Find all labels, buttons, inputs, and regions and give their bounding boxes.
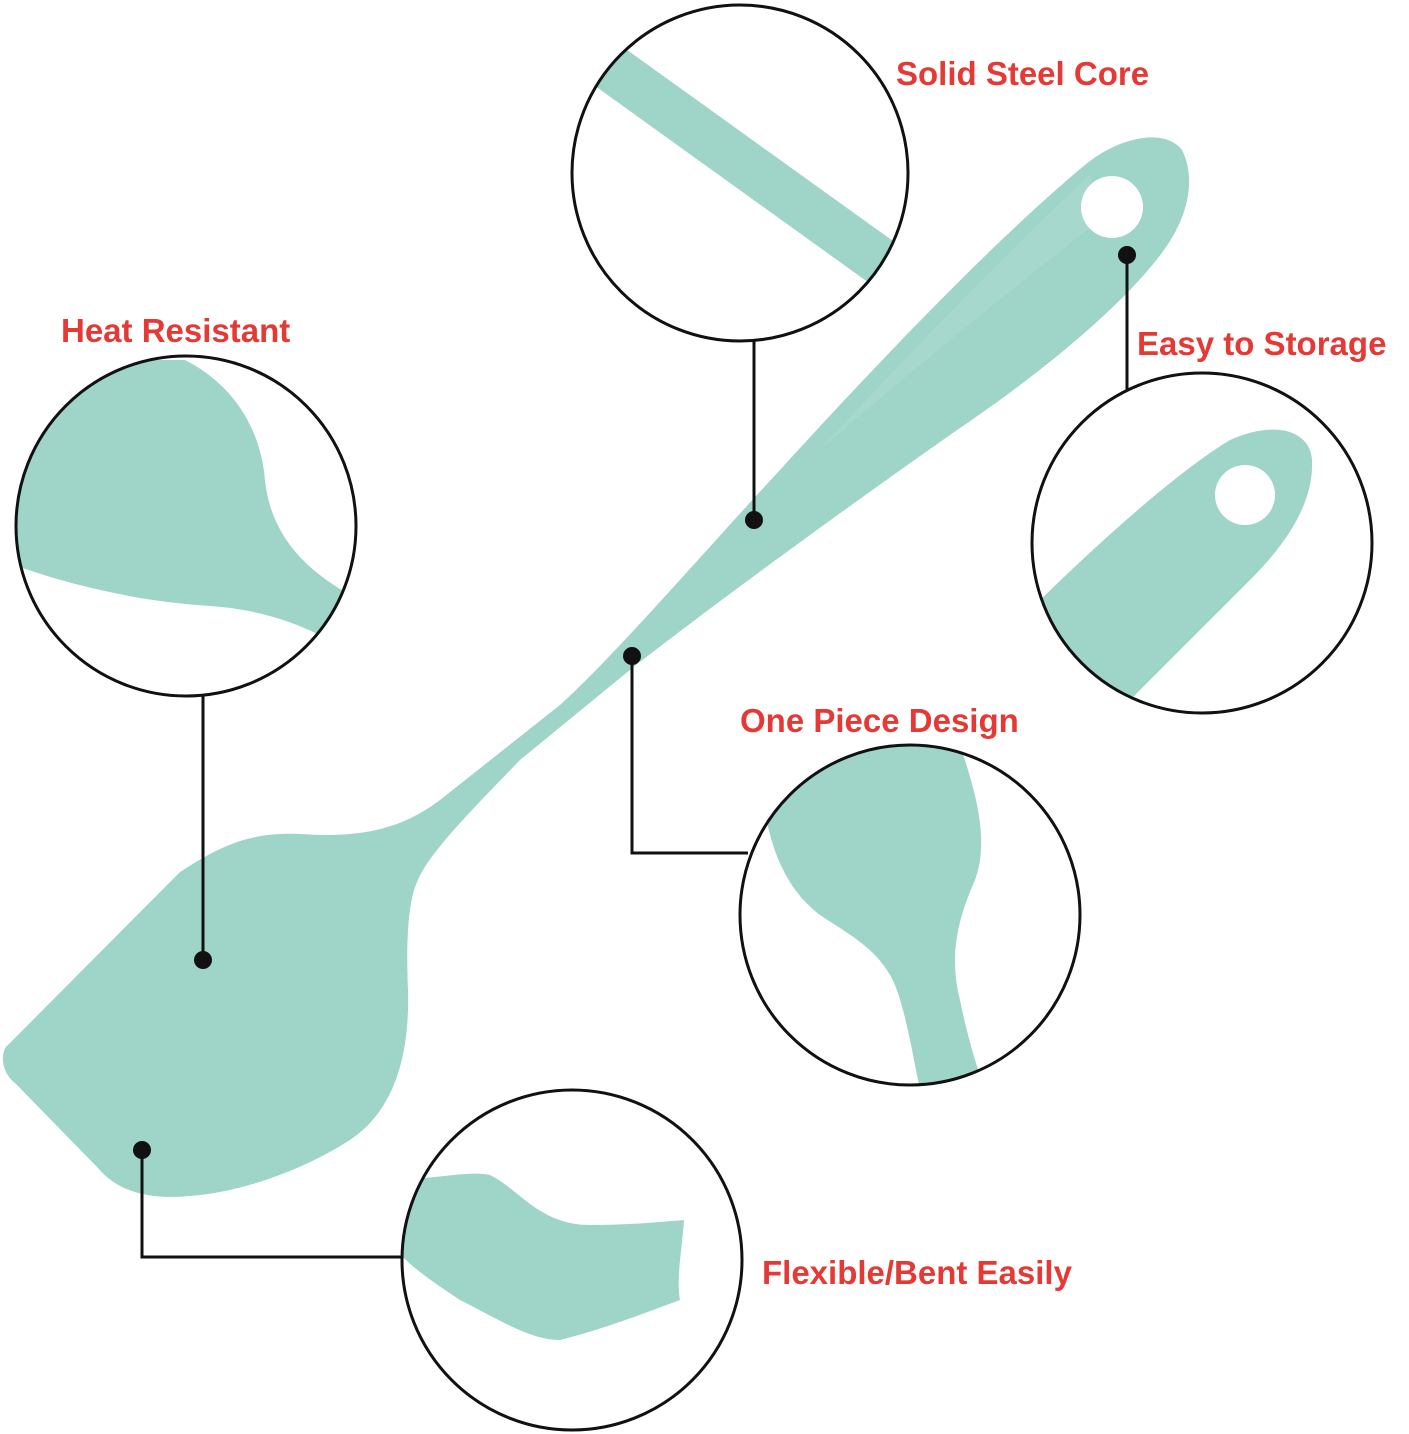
label-heat-resistant: Heat Resistant bbox=[61, 312, 291, 349]
connector-lines bbox=[140, 255, 1129, 1259]
label-solid-steel-core: Solid Steel Core bbox=[896, 55, 1150, 92]
label-one-piece-design: One Piece Design bbox=[740, 702, 1019, 739]
hanging-hole bbox=[1081, 176, 1143, 238]
spatula-highlight bbox=[820, 175, 1100, 450]
connector-dots bbox=[133, 246, 1136, 1159]
dot-flexible-bent-easily bbox=[133, 1141, 151, 1159]
zoom-circle-flexible-bent-easily bbox=[400, 1088, 744, 1432]
zoom-circle-solid-steel-core bbox=[570, 3, 910, 343]
dot-heat-resistant bbox=[194, 951, 212, 969]
dot-solid-steel-core bbox=[745, 511, 763, 529]
spatula-body bbox=[2, 137, 1190, 1197]
zoom-circle-one-piece-design bbox=[738, 743, 1082, 1087]
dot-one-piece-design bbox=[623, 647, 641, 665]
spatula-image bbox=[2, 137, 1190, 1197]
label-flexible-bent-easily: Flexible/Bent Easily bbox=[762, 1254, 1072, 1291]
connector-flexible-bent-easily bbox=[140, 1150, 402, 1259]
zoom-circle-easy-to-storage bbox=[1030, 371, 1374, 715]
dot-easy-to-storage bbox=[1118, 246, 1136, 264]
connector-one-piece-design bbox=[630, 656, 748, 855]
label-easy-to-storage: Easy to Storage bbox=[1137, 325, 1387, 362]
zoom-circle-heat-resistant bbox=[14, 354, 358, 698]
